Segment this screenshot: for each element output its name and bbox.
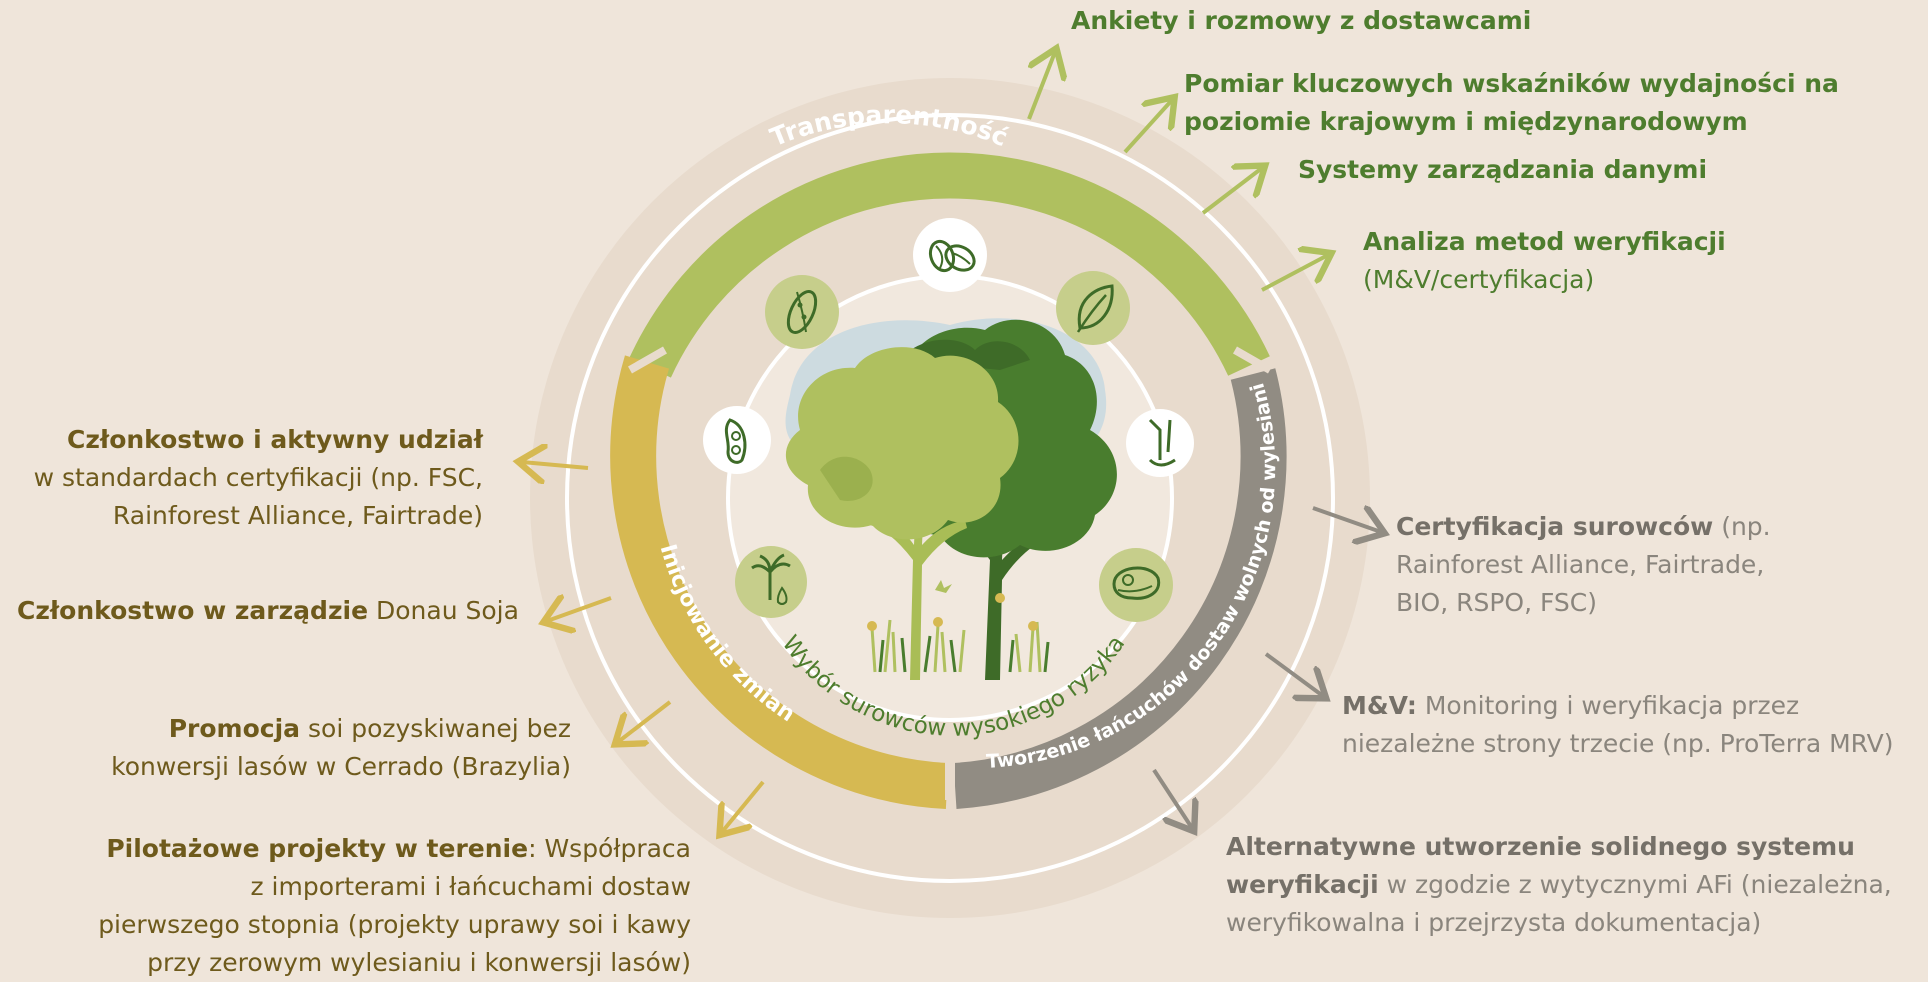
tree-illustration — [785, 319, 1117, 680]
arrow-certification — [1312, 508, 1381, 532]
label-alternative-system: Alternatywne utworzenie solidnego system… — [1226, 832, 1892, 937]
label-pilot-projects: Pilotażowe projekty w terenie: Współprac… — [98, 834, 691, 977]
label-mv: M&V: Monitoring i weryfikacja przez niez… — [1342, 691, 1894, 758]
arrow-mv — [1264, 652, 1323, 696]
beef-icon — [1099, 548, 1173, 622]
label-board-membership: Członkostwo w zarządzie Donau Soja — [17, 596, 519, 625]
label-surveys: Ankiety i rozmowy z dostawcami — [1071, 6, 1532, 35]
band-deforestation-free — [953, 368, 1287, 809]
arrow-kpi — [1123, 100, 1172, 154]
arrow-promotion — [618, 700, 672, 742]
arrow-pilot-projects — [722, 780, 765, 832]
label-kpi: Pomiar kluczowych wskaźników wydajności … — [1184, 69, 1839, 136]
coffee-beans-icon — [913, 218, 987, 292]
soy-icon — [703, 406, 771, 474]
label-certification: Certyfikacja surowców (np. Rainforest Al… — [1396, 512, 1771, 617]
arrow-alternative-system — [1152, 768, 1192, 828]
label-promotion: Promocja soi pozyskiwanej bez konwersji … — [111, 714, 571, 781]
arrow-data-systems — [1201, 168, 1262, 215]
arrow-verification-analysis — [1261, 255, 1328, 292]
label-verification-analysis: Analiza metod weryfikacji(M&V/certyfikac… — [1363, 227, 1726, 294]
label-membership-standards: Członkostwo i aktywny udział w standarda… — [33, 425, 483, 530]
leaf-icon — [1056, 271, 1130, 345]
cocoa-pod-icon — [765, 275, 839, 349]
label-data-systems: Systemy zarządzania danymi — [1298, 155, 1708, 184]
palm-oil-icon — [735, 546, 807, 618]
arrow-membership-standards — [522, 462, 589, 468]
arrow-surveys — [1027, 52, 1055, 120]
wood-icon — [1126, 409, 1194, 477]
arrow-board-membership — [547, 598, 612, 621]
band-initiating-change — [610, 355, 949, 809]
outer-ring — [565, 113, 1335, 883]
band-transparency — [629, 152, 1270, 378]
